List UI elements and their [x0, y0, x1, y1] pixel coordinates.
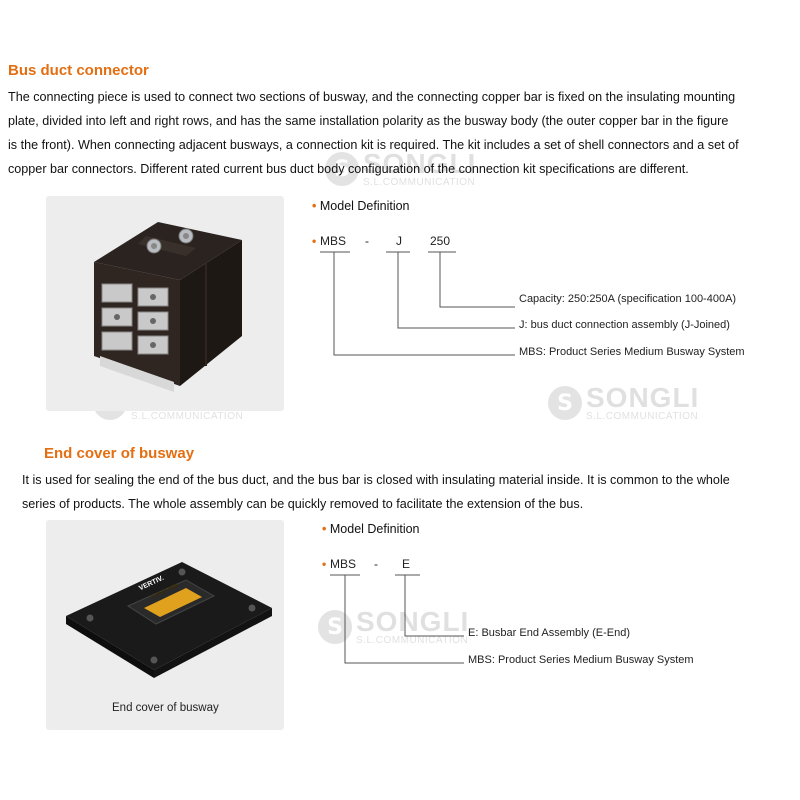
end-cover-line: It is used for sealing the end of the bu…: [22, 473, 730, 487]
end-cover-title: End cover of busway: [44, 445, 195, 462]
leader-product-series: [344, 575, 464, 664]
connector-photo: [46, 196, 284, 411]
connector-model-code: •: [312, 234, 316, 248]
end-cover-description: It is used for sealing the end of the bu…: [22, 468, 792, 516]
connector-line: is the front). When connecting adjacent …: [8, 138, 739, 152]
bullet-dot-icon: •: [322, 557, 327, 571]
bullet-dot-icon: •: [322, 522, 327, 536]
end-cover-model-code: •: [322, 557, 326, 571]
code-part-series: MBS: [320, 234, 347, 248]
leader-end-assembly: [404, 575, 464, 637]
watermark-logo-icon: S: [325, 152, 359, 186]
bullet-dot-icon: •: [312, 234, 317, 248]
code-part-capacity: 250: [430, 234, 451, 248]
connector-line: The connecting piece is used to connect …: [8, 90, 736, 104]
connector-line: copper bar connectors. Different rated c…: [8, 162, 689, 176]
leader-product-series: [333, 252, 515, 356]
watermark-logo-icon: S: [318, 610, 352, 644]
connector-line: plate, divided into left and right rows,…: [8, 114, 729, 128]
definition-connection-assembly: J: bus duct connection assembly (J-Joine…: [519, 319, 730, 331]
definition-product-series: MBS: Product Series Medium Busway System: [519, 346, 745, 358]
leader-connection-assembly: [397, 252, 515, 329]
connector-model-definition-title: • Model Definition: [312, 199, 410, 213]
end-cover-illustration: [66, 562, 272, 678]
code-separator: -: [365, 234, 369, 248]
end-cover-model-definition-title: • Model Definition: [322, 522, 420, 536]
bullet-dot-icon: •: [312, 199, 317, 213]
end-cover-caption: End cover of busway: [112, 702, 219, 714]
end-cover-photo: VERTIV. Liebert MBS End cover of busway: [46, 520, 284, 730]
connector-description: The connecting piece is used to connect …: [8, 85, 798, 181]
connector-title: Bus duct connector: [8, 62, 149, 79]
bus-connector-illustration: [94, 222, 242, 392]
definition-product-series: MBS: Product Series Medium Busway System: [468, 654, 694, 666]
code-part-series: MBS: [330, 557, 357, 571]
code-separator: -: [374, 557, 378, 571]
code-part-type: J: [396, 234, 402, 248]
definition-capacity: Capacity: 250:250A (specification 100-40…: [519, 293, 737, 305]
watermark-logo-icon: S: [548, 386, 582, 420]
end-cover-line: series of products. The whole assembly c…: [22, 497, 584, 511]
leader-capacity: [439, 252, 515, 308]
code-part-type: E: [402, 557, 411, 571]
definition-end-assembly: E: Busbar End Assembly (E-End): [468, 627, 631, 639]
